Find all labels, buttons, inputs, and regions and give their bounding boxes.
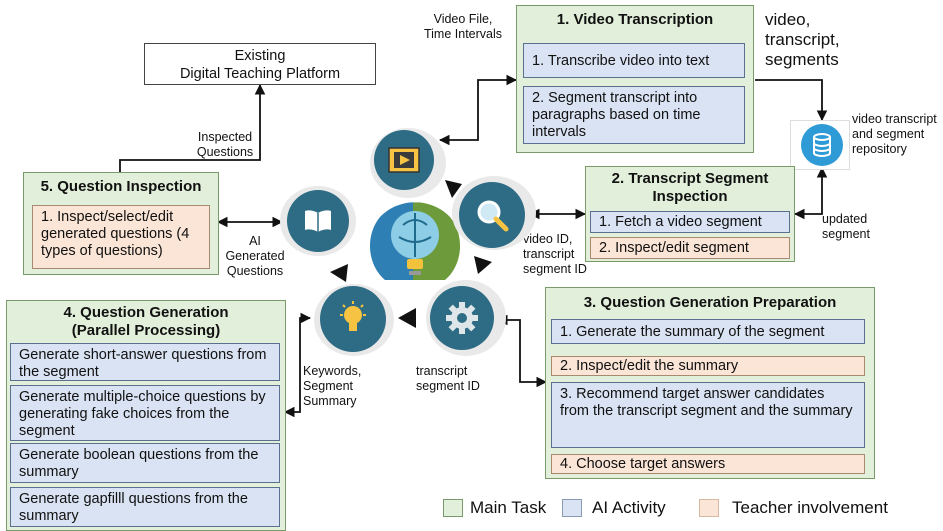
task-question-generation: 4. Question Generation (Parallel Process… [6, 300, 286, 531]
task-question-generation-preparation: 3. Question Generation Preparation 1. Ge… [545, 287, 875, 479]
task1-title: 1. Video Transcription [556, 11, 714, 28]
task4-item-2: Generate multiple-choice questions by ge… [10, 385, 280, 441]
task3-title: 3. Question Generation Preparation [583, 294, 837, 311]
task5-title: 5. Question Inspection [40, 178, 202, 195]
digital-teaching-platform: Existing Digital Teaching Platform [144, 43, 376, 85]
platform-line2: Digital Teaching Platform [179, 66, 341, 82]
task4-title: 4. Question Generation (Parallel Process… [63, 304, 229, 339]
task4-item-1: Generate short-answer questions from the… [10, 343, 280, 381]
label-video-id: video ID, transcript segment ID [523, 232, 587, 276]
label-video-file: Video File, Time Intervals [423, 12, 503, 41]
lightbulb-icon [320, 286, 386, 352]
label-updated-segment: updated segment [822, 212, 870, 241]
brain-heads-icon [355, 195, 475, 285]
task2-title: 2. Transcript Segment Inspection [611, 170, 769, 205]
task3-item-3: 3. Recommend target answer candidates fr… [551, 382, 865, 448]
task5-item-1: 1. Inspect/select/edit generated questio… [32, 205, 210, 269]
legend-ai-label: AI Activity [592, 498, 666, 517]
legend-teacher-swatch [699, 499, 719, 517]
task3-item-2: 2. Inspect/edit the summary [551, 356, 865, 376]
label-keywords: Keywords, Segment Summary [303, 364, 362, 408]
task3-item-1: 1. Generate the summary of the segment [551, 319, 865, 344]
book-icon [287, 190, 349, 252]
task2-item-1: 1. Fetch a video segment [590, 211, 790, 233]
task4-item-3: Generate boolean questions from the summ… [10, 443, 280, 483]
label-inspected-questions: Inspected Questions [196, 130, 254, 159]
search-icon [459, 182, 525, 248]
platform-line1: Existing [234, 48, 286, 64]
task-video-transcription: 1. Video Transcription 1. Transcribe vid… [516, 5, 754, 153]
task2-item-2: 2. Inspect/edit segment [590, 237, 790, 259]
repository-box [790, 120, 850, 170]
task1-item-1: 1. Transcribe video into text [523, 43, 745, 78]
label-repository: video transcript and segment repository [852, 112, 937, 156]
task1-item-2: 2. Segment transcript into paragraphs ba… [523, 86, 745, 144]
database-icon [801, 124, 843, 166]
video-icon [374, 130, 434, 190]
task-question-inspection: 5. Question Inspection 1. Inspect/select… [23, 172, 219, 275]
label-transcript-id: transcript segment ID [416, 364, 480, 393]
label-video-output: video, transcript, segments [765, 10, 840, 69]
task3-item-4: 4. Choose target answers [551, 454, 865, 474]
task-transcript-segment-inspection: 2. Transcript Segment Inspection 1. Fetc… [585, 166, 795, 262]
task4-item-4: Generate gapfilll questions from the sum… [10, 487, 280, 527]
legend-main-swatch [443, 499, 463, 517]
gear-icon [430, 286, 494, 350]
legend-ai-swatch [562, 499, 582, 517]
legend-teacher-label: Teacher involvement [732, 498, 888, 517]
legend-main-label: Main Task [470, 498, 547, 517]
label-ai-generated: AI Generated Questions [225, 234, 285, 278]
